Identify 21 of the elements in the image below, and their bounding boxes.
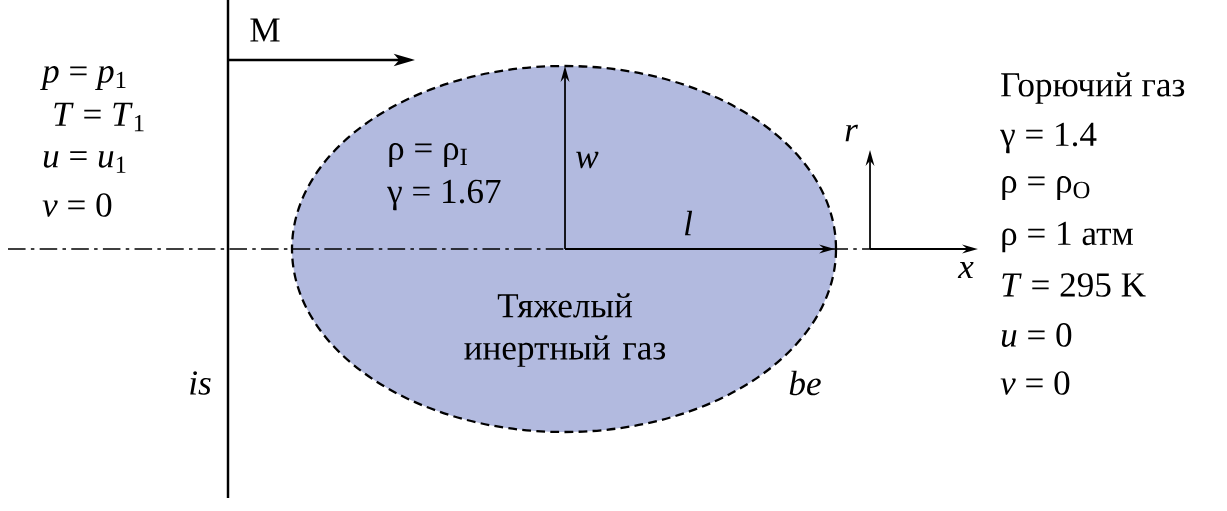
condition-text: ρ = ρ$_{O}$: [1002, 176, 1090, 200]
axis-label: x: [957, 261, 974, 279]
axis-label: r: [845, 124, 858, 142]
condition-text: T = 295 K: [1002, 273, 1146, 297]
boundary-label: be: [789, 370, 821, 396]
bubble-text: Тяжелый инертный газ: [464, 293, 666, 367]
condition-text: u = u$_{1}$: [43, 151, 126, 173]
region-heading: Горючий газ: [1001, 72, 1185, 104]
condition-text: γ = 1.4: [1000, 122, 1097, 154]
condition-text: p = p$_{1}$: [40, 65, 126, 90]
condition-text: T = T$_{1}$: [54, 102, 144, 132]
condition-text: u = 0: [1001, 323, 1072, 347]
dimension-label: l: [685, 210, 693, 236]
arrow-label: M: [250, 18, 280, 42]
condition-text: v = 0: [42, 193, 112, 217]
dimension-label: w: [576, 151, 599, 169]
condition-text: ρ = 1 атм: [1002, 221, 1133, 253]
condition-text: γ = 1.67: [387, 179, 501, 211]
condition-text: ρ = ρ$_{I}$: [389, 143, 467, 167]
boundary-label: is: [190, 371, 211, 395]
condition-text: v = 0: [1000, 371, 1070, 395]
